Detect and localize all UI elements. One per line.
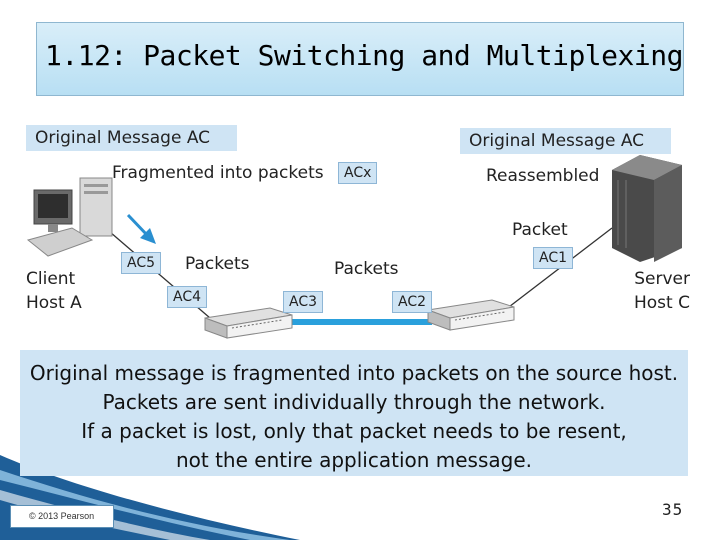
server-host-label: Server Host C — [634, 267, 690, 315]
arrow-icon — [126, 213, 156, 244]
client-line2: Host A — [26, 293, 82, 313]
packet-tag-ac4: AC4 — [167, 286, 208, 308]
packets-mid-label: Packets — [334, 259, 399, 279]
original-message-left: Original Message AC — [26, 125, 237, 151]
slide-title: 1.12: Packet Switching and Multiplexing — [45, 39, 683, 72]
packet-tag-ac3: AC3 — [283, 291, 324, 313]
client-line1: Client — [26, 269, 76, 289]
server-line2: Host C — [634, 293, 690, 313]
network-switch-icon — [427, 299, 515, 331]
packet-label: Packet — [512, 220, 568, 240]
reassembled-label: Reassembled — [486, 166, 600, 186]
packets-left-label: Packets — [185, 254, 250, 274]
network-switch-icon — [204, 307, 293, 339]
client-host-label: Client Host A — [26, 267, 82, 315]
packet-tag-ac5: AC5 — [121, 252, 162, 274]
caption-line-4: not the entire application message. — [175, 448, 533, 472]
packet-tag-ac1: AC1 — [533, 247, 574, 269]
caption-line-1: Original message is fragmented into pack… — [29, 361, 679, 385]
title-banner: 1.12: Packet Switching and Multiplexing — [36, 22, 684, 96]
page-number: 35 — [662, 500, 684, 519]
packet-tag-ac2: AC2 — [392, 291, 433, 313]
caption-line-2: Packets are sent individually through th… — [102, 390, 606, 414]
server-tower-icon — [612, 155, 682, 262]
server-link — [504, 227, 613, 311]
caption-box: Original message is fragmented into pack… — [20, 350, 688, 476]
packet-tag-acx: ACx — [338, 162, 378, 184]
server-line1: Server — [634, 269, 690, 289]
copyright-notice: © 2013 Pearson — [10, 505, 114, 528]
caption-line-3: If a packet is lost, only that packet ne… — [81, 419, 627, 443]
original-message-right: Original Message AC — [460, 128, 671, 154]
fragmented-label: Fragmented into packets — [112, 163, 324, 183]
desktop-computer-icon — [26, 177, 113, 257]
